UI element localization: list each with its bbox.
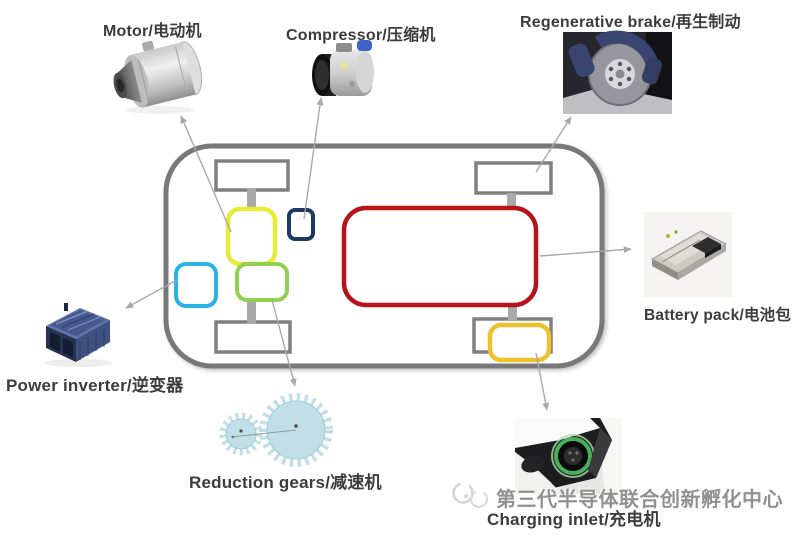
watermark-logo-icon <box>452 482 489 509</box>
connector-front-top <box>247 188 256 212</box>
wheel-rear-top <box>474 161 553 195</box>
reduction-gears-label: Reduction gears/减速机 <box>189 473 382 492</box>
motor-box <box>225 206 278 267</box>
wheel-front-bottom <box>214 320 292 354</box>
power-inverter-label: Power inverter/逆变器 <box>6 376 184 395</box>
motor-image <box>113 40 203 114</box>
regenerative-brake-label: Regenerative brake/再生制动 <box>520 14 741 31</box>
inverter-image <box>44 303 112 367</box>
charging-box <box>487 322 552 363</box>
connector-rear-bottom <box>508 304 517 321</box>
gears-box <box>235 262 289 302</box>
arrow-to-inverter <box>125 279 178 309</box>
motor-label: Motor/电动机 <box>103 23 202 40</box>
arrow-to-battery <box>539 246 632 257</box>
charging-image <box>515 418 622 494</box>
compressor-image <box>312 40 374 96</box>
watermark-text: 第三代半导体联合创新孵化中心 <box>496 489 783 511</box>
arrow-to-charging <box>535 352 550 411</box>
arrow-to-motor <box>180 115 232 233</box>
charging-inlet-label: Charging inlet/充电机 <box>487 510 661 529</box>
battery-pack-label: Battery pack/电池包 <box>644 307 792 324</box>
arrow-to-compressor <box>303 97 324 220</box>
battery-image <box>644 212 732 297</box>
battery-box <box>341 205 539 308</box>
gears-image <box>219 393 333 467</box>
connector-rear-top <box>507 193 516 210</box>
inverter-box <box>174 262 218 308</box>
arrow-to-gears <box>271 299 297 387</box>
connector-front-bottom <box>247 298 256 324</box>
compressor-label: Compressor/压缩机 <box>286 27 436 44</box>
brake-image <box>563 30 672 114</box>
wheel-front-top <box>214 159 290 192</box>
arrow-to-brake <box>535 116 572 173</box>
compressor-box <box>287 208 315 241</box>
